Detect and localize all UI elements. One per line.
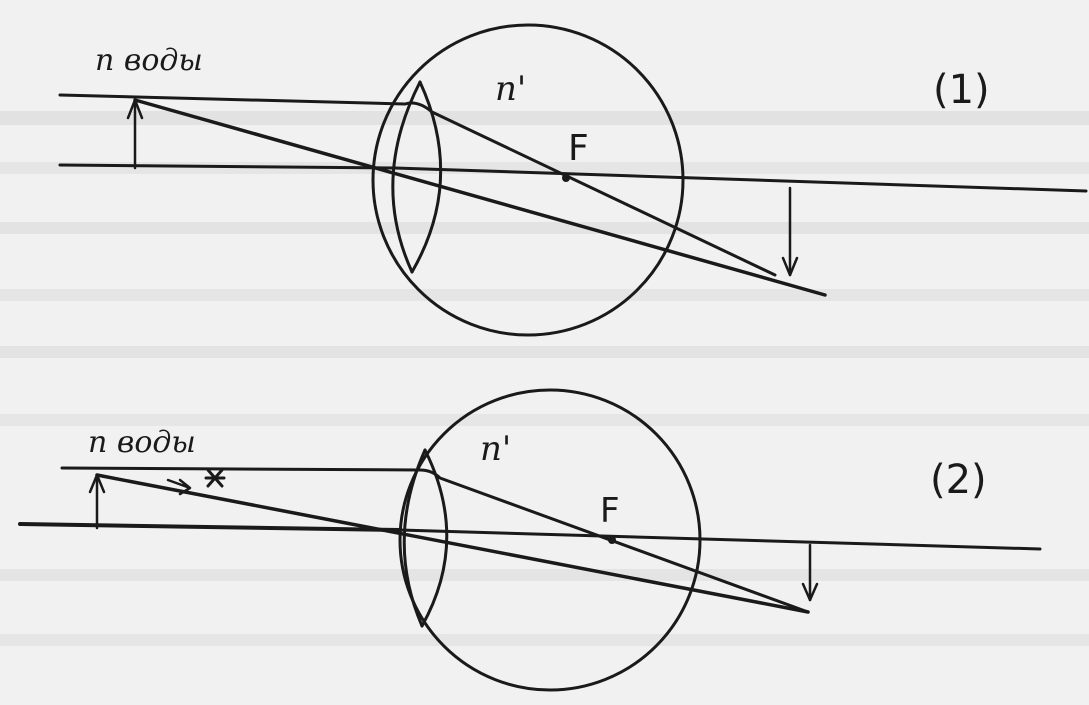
eye-lens xyxy=(402,448,427,628)
eyeball-circle xyxy=(398,388,702,692)
lens-index-label: n' xyxy=(480,429,511,469)
eyeball-circle xyxy=(371,23,685,337)
incident-ray-top xyxy=(60,466,422,472)
refracted-ray xyxy=(418,468,810,614)
diagram-number: (2) xyxy=(930,457,987,503)
paper-bleed-through xyxy=(0,111,1089,646)
diagram-1: n воды n' F (1) xyxy=(58,23,1088,337)
diagram-2: n воды n' F (2) xyxy=(18,388,1042,692)
eye-lens-back xyxy=(410,80,443,274)
focus-label: F xyxy=(568,128,589,169)
diagram-number: (1) xyxy=(933,67,990,113)
optical-axis xyxy=(398,528,1042,551)
optical-axis-left xyxy=(58,163,397,170)
star-mark xyxy=(204,468,226,488)
medium-label: n воды xyxy=(95,43,203,78)
medium-label: n воды xyxy=(88,425,196,460)
chief-ray xyxy=(133,98,827,297)
lens-index-label: n' xyxy=(495,69,526,109)
incident-ray-top xyxy=(58,93,407,106)
eye-lens xyxy=(391,80,422,274)
focus-point xyxy=(562,174,570,182)
chief-ray xyxy=(95,473,810,614)
eye-lens-back xyxy=(420,448,449,628)
image-arrow-head xyxy=(781,256,799,277)
refracted-ray xyxy=(403,101,777,277)
focus-label: F xyxy=(600,491,620,531)
image-arrow-head xyxy=(801,582,819,602)
optical-axis-left xyxy=(18,522,402,532)
optical-axis xyxy=(393,166,1088,193)
focus-point xyxy=(608,536,616,544)
